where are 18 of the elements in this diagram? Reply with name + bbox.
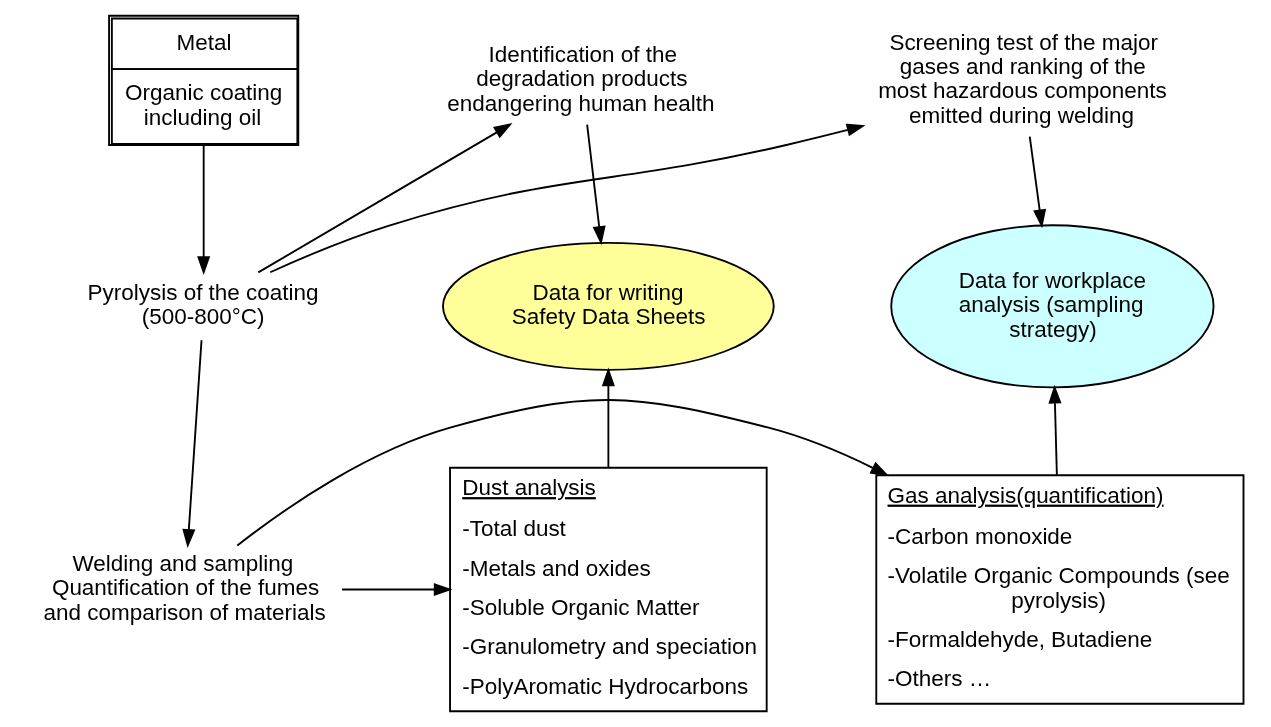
arrow (196, 144, 210, 275)
node-text: Identification of the degradation products endangering human health (446, 41, 715, 116)
node-box: Dust analysis -Total dust -Metals and oxides -Soluble Organic Matter -Granulometry and speciation -PolyAromatic Hydrocarbons (448, 466, 768, 713)
node-ellipse: Data for workplace analysis (sampling strategy) (889, 224, 1214, 389)
arrow (1047, 384, 1062, 476)
arrow (256, 123, 512, 274)
arrow (235, 399, 889, 547)
node-text: Welding and sampling Quantification of the fumes and comparison of materials (42, 550, 326, 625)
node-box: Gas analysis(quantification) -Carbon monoxide -Volatile Organic Compounds (see pyrolysis) -Formaldehyde, Butadiene -Others … (874, 474, 1244, 705)
arrow (340, 582, 453, 597)
arrow (268, 123, 865, 274)
node-text: Pyrolysis of the coating (500-800°C) (87, 280, 319, 330)
node-ellipse: Data for writing Safety Data Sheets (441, 241, 775, 371)
arrow (1028, 135, 1046, 229)
node-text: Screening test of the major gases and ranking of the most hazardous components emitted during welding (877, 29, 1167, 128)
arrow (181, 339, 202, 548)
arrow (585, 123, 606, 245)
arrow (601, 367, 615, 469)
